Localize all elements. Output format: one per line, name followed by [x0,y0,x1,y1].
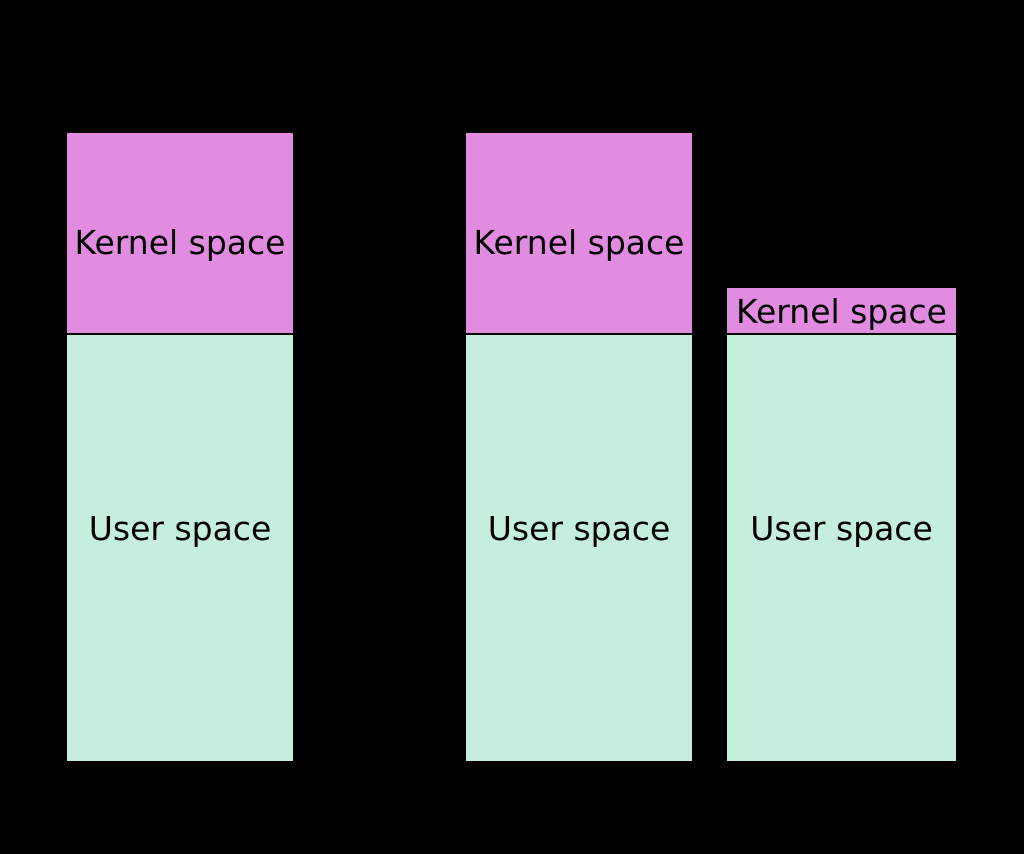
kernel-space-label: Kernel space [736,292,947,331]
user-space-segment: User space [725,333,958,763]
kernel-space-label: Kernel space [74,223,286,262]
kernel-space-label: Kernel space [473,223,685,262]
user-space-label: User space [88,509,272,548]
kernel-space-segment: Kernel space [725,286,958,333]
user-space-label: User space [487,509,671,548]
memory-bar-right: Kernel space User space [725,286,958,763]
kernel-space-segment: Kernel space [464,131,694,333]
user-space-label: User space [750,509,933,548]
user-space-segment: User space [464,333,694,763]
user-space-segment: User space [65,333,295,763]
kernel-space-segment: Kernel space [65,131,295,333]
memory-bar-left: Kernel space User space [65,131,295,763]
memory-bar-middle: Kernel space User space [464,131,694,763]
